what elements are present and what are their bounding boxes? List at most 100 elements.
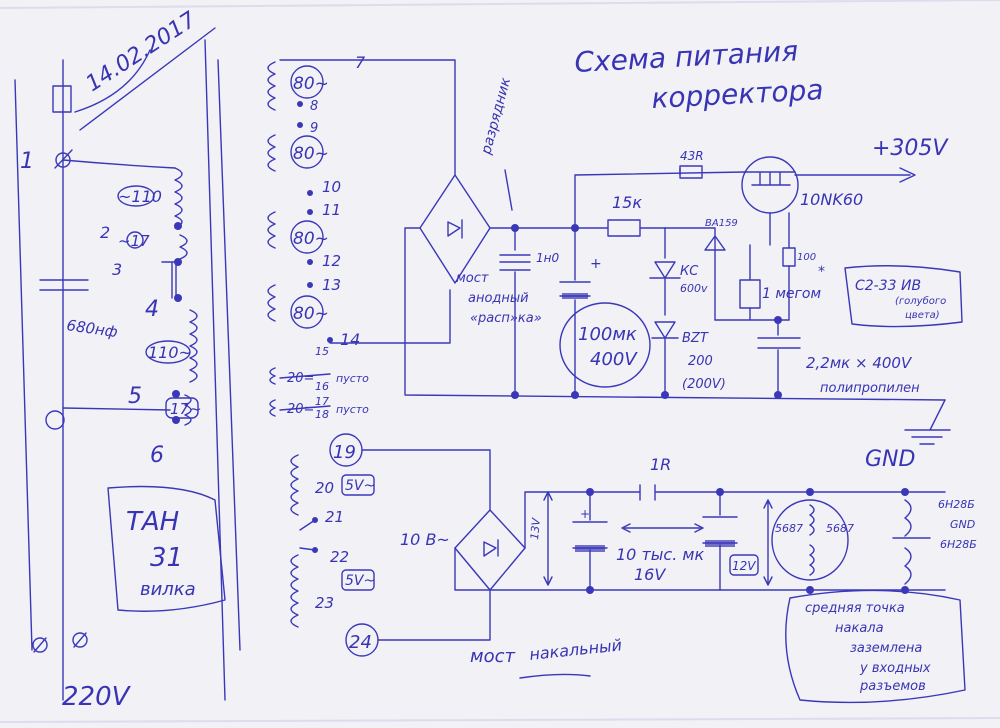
resistor-1meg-label: 1 мегом [762,286,821,302]
pin-9-label: 9 [310,121,318,136]
hv-output-label: +305V [872,136,949,161]
heater-winding-2-label: 5V~ [345,573,375,589]
hv-winding-3-badge [290,220,324,254]
heater-reg-voltage: 12V [732,559,756,573]
heater-bridge-note-1: мост [470,646,515,667]
pin-23-label: 23 [315,594,334,612]
film-note-marker: * [818,264,825,280]
resistor-43r-label: 43R [680,149,704,163]
pin-8-label: 8 [310,99,318,114]
heater-winding-1-label: 5V~ [345,478,375,494]
hv-secondary-windings: 80~ 80~ 80~ 80~ 7 8 9 10 11 12 13 14 15 … [267,53,369,421]
output-cap-type: полипропилен [820,381,920,396]
gate-resistor-label: 100 [797,252,816,263]
heater-caps-value: 10 тыс. мк [616,545,704,564]
pin-1-label: 1 [20,149,34,174]
heater-13v-label: 13V [528,516,543,540]
pin-18-label: 18 [315,408,329,421]
pin-24-label: 24 [349,632,372,653]
tube-right-label: 5687 [826,522,854,535]
hv-bridge-note-1: мост [456,271,489,286]
primary-coil-upper [174,167,183,229]
hv-winding-4-label: 80~ [293,304,329,324]
transformer-name-line-3: вилка [140,579,196,600]
midpoint-note-box [785,589,966,704]
zener-2-value: 200 [688,354,713,369]
ground-label: GND [865,447,915,472]
pin-4-label: 4 [145,297,159,322]
pin-22-label: 22 [330,548,349,566]
zener-2-label: BZT [682,331,709,346]
pin-3-label: 3 [112,260,122,279]
heater-resistor-1r [639,484,721,501]
pin-6-label: 6 [150,443,164,468]
tube-5687-symbol [771,499,849,581]
tube-6n28b-bottom-label: 6Н28Б [940,538,977,551]
reservoir-cap-value: 100мк [578,324,637,345]
tube-gnd-label: GND [950,518,975,531]
hv-winding-2-badge [290,135,324,169]
pin-17-label: 17 [315,395,329,408]
hv-winding-3-label: 80~ [293,229,329,249]
winding-17b-label: 17~ [170,400,202,418]
mosfet-label: 10NK60 [800,190,863,209]
winding-110b-label: 110~ [148,343,192,362]
pin-16-label: 16 [315,380,329,393]
pin-19-label: 19 [333,442,356,463]
heater-supply-label: 10 В~ [400,530,450,549]
film-note-line-1: С2-33 ИВ [855,278,921,294]
midpoint-note-3: заземлена [850,641,922,656]
zener-2-voltage: (200V) [682,377,726,392]
tube-6n28b-top-label: 6Н28Б [938,498,975,511]
low-winding-1-label: 20= [287,371,314,386]
hv-winding-2-label: 80~ [293,144,329,164]
hv-winding-1-label: 80~ [293,74,329,94]
fuse-symbol [52,85,72,113]
winding-17-label: ~17 [118,232,150,250]
pin-13-label: 13 [322,276,341,294]
midpoint-note-1: средняя точка [805,601,905,616]
pin-7-label: 7 [355,53,366,72]
capacitor-680nf-symbol [39,279,89,291]
hv-winding-1-badge [290,65,324,99]
midpoint-note-4: у входных [859,661,931,676]
tube-left-label: 5687 [775,522,803,535]
zener-1-voltage: 600v [680,282,708,295]
heater-resistor-label: 1R [650,455,671,474]
pin-11-label: 11 [322,201,341,219]
hv-bridge-rectifier [419,174,491,284]
diode-label: BA159 [705,218,738,229]
hv-bridge-note-2: анодный [468,291,529,306]
zener-1-label: КС [680,264,699,279]
hv-bridge-note-3: «расп»ка» [470,311,542,326]
winding-110-label: ~110 [118,187,162,206]
film-cap-note-box [844,265,963,328]
pin-12-label: 12 [322,252,341,270]
pin-2-label: 2 [100,223,110,242]
primary-circuit: 1 680нф ~110 ~17 110~ 17~ 2 3 4 5 6 [14,39,241,712]
heater-cap1-plus: + [580,507,590,521]
primary-coil-lower [189,309,198,383]
tube-6n28b-heaters [904,499,912,585]
pin-10-label: 10 [322,178,341,196]
reservoir-cap-voltage: 400V [590,349,638,370]
low-winding-2-label: 20= [287,402,314,417]
resistor-15k-label: 15к [612,193,642,212]
resistor-43r [679,165,703,179]
transformer-name-line-2: 31 [150,543,183,573]
midpoint-note-5: разъемов [859,679,926,694]
midpoint-note-2: накала [835,621,884,636]
ground-symbol [904,399,951,445]
transformer-name-line-1: ТАН [126,507,179,537]
low-winding-2-note: пусто [336,403,369,416]
snubber-cap-label: 1н0 [536,251,559,265]
pin-15-label: 15 [315,345,329,358]
mains-voltage-label: 220V [62,682,132,712]
resistor-15k [607,219,641,237]
output-cap-value: 2,2мк × 400V [806,354,913,372]
pin-5-label: 5 [128,384,142,409]
pin-20-label: 20 [315,479,334,497]
pin-21-label: 21 [325,508,344,526]
